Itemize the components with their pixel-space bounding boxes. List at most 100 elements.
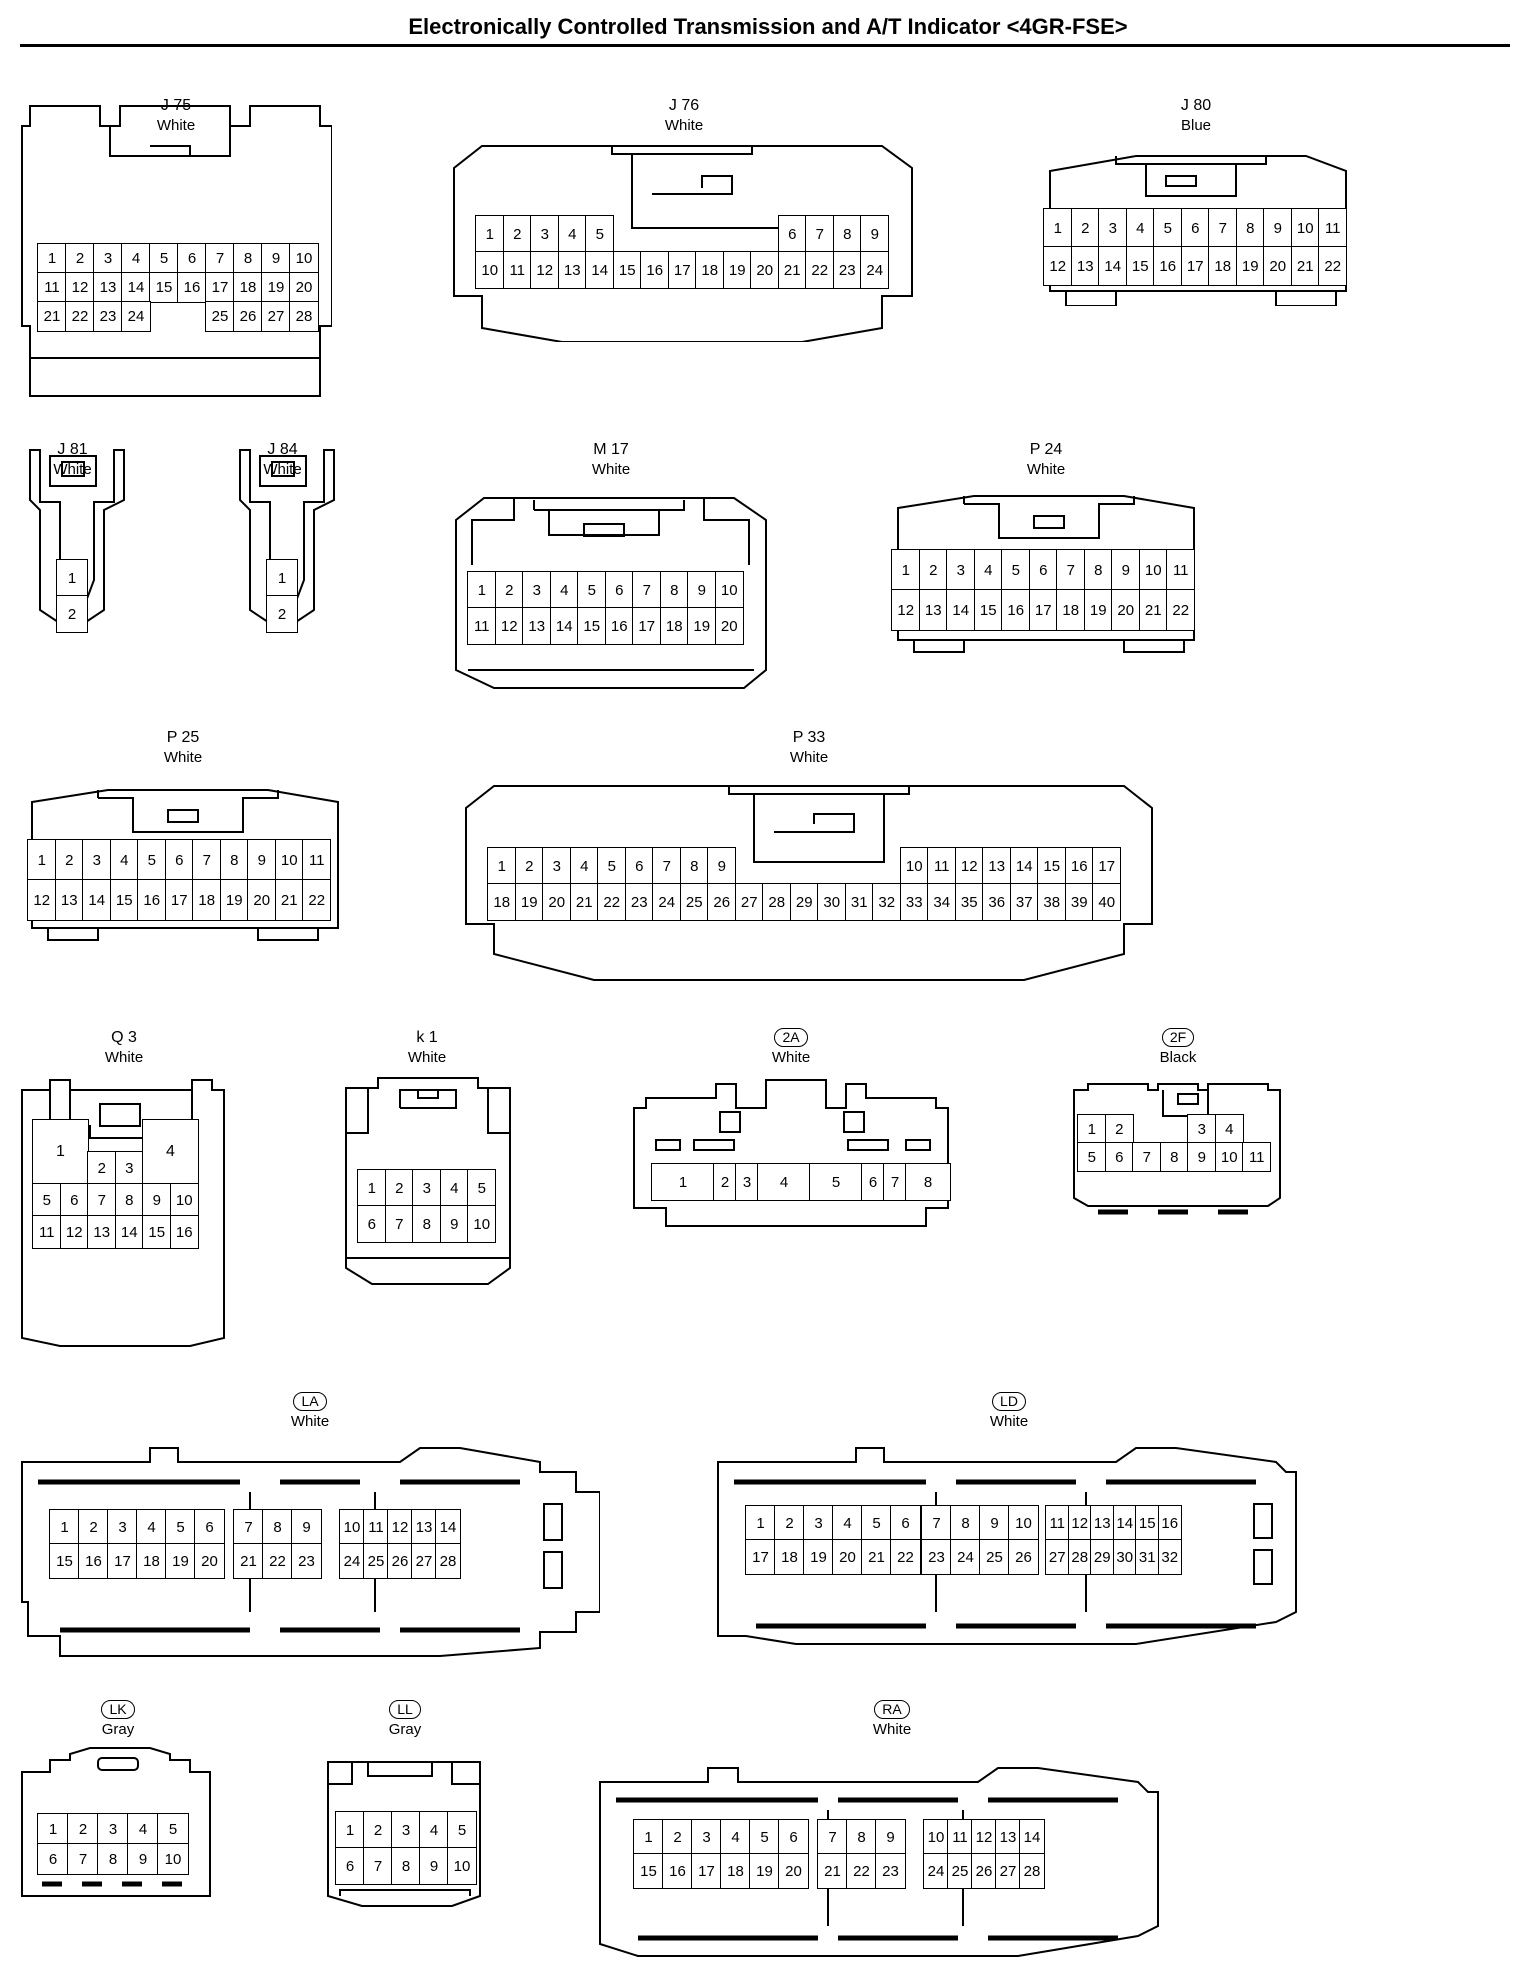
pin-8: 8 <box>97 1843 129 1875</box>
pin-2: 2 <box>54 839 84 881</box>
pin-27: 27 <box>995 1853 1021 1889</box>
pin-gap <box>750 215 779 252</box>
pin-4: 4 <box>419 1811 449 1849</box>
pin-23: 23 <box>921 1539 952 1575</box>
pin-11: 11 <box>947 1819 973 1855</box>
pin-3: 3 <box>107 1509 138 1545</box>
pin-17: 17 <box>205 272 235 303</box>
connector-color: White <box>290 1413 330 1430</box>
pin-2: 2 <box>87 1151 117 1185</box>
connector-body-outline <box>31 789 339 941</box>
pin-23: 23 <box>291 1543 322 1579</box>
pin-25: 25 <box>947 1853 973 1889</box>
pin-8: 8 <box>832 215 862 253</box>
connector-id: LA <box>20 1392 600 1412</box>
pin-19: 19 <box>165 1543 196 1579</box>
pin-19: 19 <box>219 879 249 921</box>
pin-8: 8 <box>233 243 263 274</box>
connector-body-outline <box>633 1079 949 1227</box>
connector-body-outline <box>1073 1083 1281 1215</box>
pin-12: 12 <box>530 251 560 289</box>
pin-8: 8 <box>846 1819 877 1855</box>
pin-21: 21 <box>817 1853 848 1889</box>
connector-id-text: Q 3 <box>111 1029 137 1046</box>
connector-id: J 80 <box>1036 96 1356 116</box>
pin-17: 17 <box>1092 847 1122 885</box>
pin-13: 13 <box>918 589 948 631</box>
connector-color: White <box>591 461 631 478</box>
pin-8: 8 <box>1083 549 1113 591</box>
pin-24: 24 <box>923 1853 949 1889</box>
pin-13: 13 <box>522 607 552 645</box>
pin-5: 5 <box>749 1819 780 1855</box>
pin-17: 17 <box>1180 246 1210 286</box>
pin-2: 2 <box>494 571 524 609</box>
pin-3: 3 <box>412 1169 442 1207</box>
pin-16: 16 <box>169 1215 199 1249</box>
pin-29: 29 <box>789 883 819 921</box>
pin-23: 23 <box>93 301 123 332</box>
pin-6: 6 <box>604 571 634 609</box>
connector-id-text: P 25 <box>166 729 200 746</box>
pin-2: 2 <box>502 215 532 253</box>
pin-6: 6 <box>778 1819 809 1855</box>
pin-15: 15 <box>149 272 179 303</box>
pin-1: 1 <box>27 839 57 881</box>
connector-id: M 17 <box>454 440 768 460</box>
pin-13: 13 <box>411 1509 437 1545</box>
connector-id-text: P 33 <box>792 729 826 746</box>
pin-31: 31 <box>1135 1539 1160 1575</box>
pin-3: 3 <box>735 1163 759 1201</box>
connector-color: White <box>156 117 196 134</box>
pin-7: 7 <box>817 1819 848 1855</box>
pin-1: 1 <box>633 1819 664 1855</box>
pin-16: 16 <box>604 607 634 645</box>
pin-1: 1 <box>56 559 88 597</box>
pin-5: 5 <box>809 1163 863 1201</box>
pin-6: 6 <box>177 243 207 274</box>
pin-26: 26 <box>707 883 737 921</box>
pin-26: 26 <box>1008 1539 1039 1575</box>
pin-4: 4 <box>757 1163 811 1201</box>
pin-6: 6 <box>890 1505 921 1541</box>
pin-2: 2 <box>67 1813 99 1845</box>
pin-20: 20 <box>714 607 744 645</box>
connector-color: Gray <box>388 1721 422 1738</box>
pin-14: 14 <box>121 272 151 303</box>
pin-2: 2 <box>384 1169 414 1207</box>
pin-23: 23 <box>624 883 654 921</box>
connector-id-text: 2A <box>774 1028 808 1047</box>
pin-5: 5 <box>577 571 607 609</box>
pin-8: 8 <box>219 839 249 881</box>
pin-11: 11 <box>363 1509 389 1545</box>
pin-3: 3 <box>391 1811 421 1849</box>
pin-13: 13 <box>995 1819 1021 1855</box>
pin-19: 19 <box>803 1539 834 1575</box>
pin-11: 11 <box>927 847 957 885</box>
pin-11: 11 <box>32 1215 62 1249</box>
pin-9: 9 <box>1111 549 1141 591</box>
pin-4: 4 <box>142 1119 199 1185</box>
pin-17: 17 <box>107 1543 138 1579</box>
pin-4: 4 <box>136 1509 167 1545</box>
connector-id-text: 2F <box>1161 1028 1195 1047</box>
pin-1: 1 <box>651 1163 715 1201</box>
pin-20: 20 <box>194 1543 225 1579</box>
pin-27: 27 <box>734 883 764 921</box>
pin-6: 6 <box>335 1847 365 1885</box>
pin-6: 6 <box>357 1205 387 1243</box>
pin-8: 8 <box>679 847 709 885</box>
pin-16: 16 <box>640 251 670 289</box>
